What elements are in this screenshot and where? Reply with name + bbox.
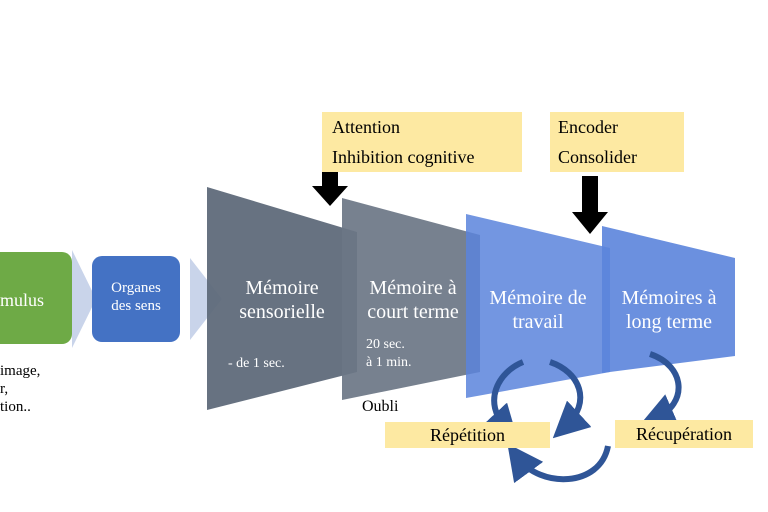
flow-arrow-2 [190, 258, 222, 340]
encode-down-arrow [572, 176, 608, 234]
stimulus-example-3: tion.. [0, 399, 31, 415]
short-term-memory-shape [342, 198, 480, 400]
long-term-memory-label: Mémoires à long terme [604, 286, 734, 334]
working-memory-shape [466, 214, 610, 398]
flow-arrow-1 [72, 250, 96, 348]
senses-line-2: des sens [111, 298, 161, 314]
stimulus-examples: image, r, tion.. [0, 362, 70, 416]
sensory-memory-duration: - de 1 sec. [228, 356, 285, 371]
attention-box: Attention Inhibition cognitive [322, 112, 522, 172]
senses-label: Organes des sens [92, 279, 180, 315]
attention-line-1: Attention [332, 117, 400, 137]
short-term-duration: 20 sec. à 1 min. [366, 336, 412, 372]
encode-line-1: Encoder [558, 117, 618, 137]
working-memory-label: Mémoire de travail [470, 286, 606, 334]
short-term-line-1: Mémoire à [369, 277, 457, 299]
sensory-memory-label: Mémoire sensorielle [212, 276, 352, 324]
senses-box [92, 256, 180, 342]
sensory-memory-line-1: Mémoire [245, 277, 319, 299]
encode-line-2: Consolider [558, 147, 637, 167]
forget-label: Oubli [362, 398, 399, 415]
short-term-label: Mémoire à court terme [344, 276, 482, 324]
encode-box: Encoder Consolider [550, 112, 684, 172]
stimulus-example-1: image, [0, 363, 41, 379]
attention-line-2: Inhibition cognitive [332, 147, 475, 167]
long-term-line-1: Mémoires à [621, 287, 717, 309]
stimulus-label: mulus [0, 290, 45, 310]
short-term-line-2: court terme [367, 301, 459, 323]
loop-arrow-right [548, 359, 592, 439]
sensory-memory-shape [207, 187, 357, 410]
short-term-duration-1: 20 sec. [366, 337, 405, 352]
retrieval-arrow [639, 351, 682, 428]
stimulus-box [0, 252, 72, 344]
working-memory-line-2: travail [512, 311, 564, 333]
long-term-line-2: long terme [625, 311, 713, 333]
attention-down-arrow [312, 170, 348, 206]
stimulus-example-2: r, [0, 381, 9, 397]
loop-arrow-left [480, 359, 525, 442]
senses-line-1: Organes [111, 280, 161, 296]
retrieval-label: Récupération [615, 420, 753, 448]
working-memory-line-1: Mémoire de [489, 287, 587, 309]
long-term-memory-shape [602, 226, 735, 373]
repetition-return-arrow [507, 443, 611, 484]
repetition-label: Répétition [385, 422, 550, 448]
sensory-memory-line-2: sensorielle [239, 301, 325, 323]
short-term-duration-2: à 1 min. [366, 355, 412, 370]
